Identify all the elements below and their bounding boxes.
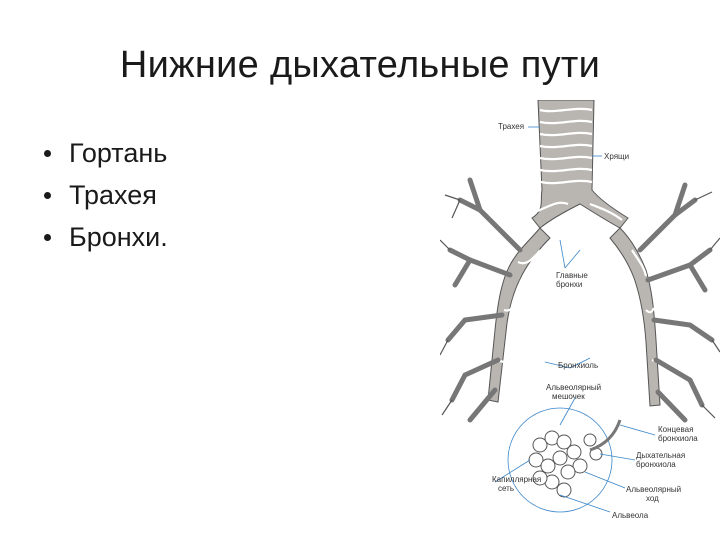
bronchial-branches (445, 177, 715, 423)
label-respiratory-bronchiole-1: Дыхательная (636, 451, 685, 460)
bullet-text: Трахея (69, 180, 157, 210)
label-capillaries-1: Капиллярная (492, 475, 541, 484)
terminal-bronchiole (589, 419, 622, 452)
bullet-text: Гортань (69, 138, 168, 168)
label-alveolar-sac-1: Альвеолярный (546, 383, 601, 392)
slide-title: Нижние дыхательные пути (119, 44, 601, 86)
cartilage-rings (495, 107, 659, 364)
label-alveolar-sac-2: мешочек (552, 392, 585, 401)
bullet-dot-icon (44, 191, 51, 199)
bronchial-tree-illustration: Трахея Хрящи Главные бронхи Бронхиоль Ал… (440, 100, 720, 540)
bullet-list: Гортань Трахея Бронхи. (40, 132, 168, 258)
label-terminal-bronchiole-1: Концевая (658, 425, 693, 434)
label-alveolus: Альвеола (612, 511, 649, 520)
pointer-lines (494, 126, 656, 513)
bullet-item: Бронхи. (40, 216, 168, 258)
label-terminal-bronchiole-2: бронхиола (658, 434, 698, 443)
bullet-item: Трахея (40, 174, 168, 216)
bronchial-tree-svg: Трахея Хрящи Главные бронхи Бронхиоль Ал… (440, 100, 720, 520)
label-main-bronchi-2: бронхи (556, 280, 582, 289)
label-bronchiole: Бронхиоль (558, 361, 598, 370)
label-trachea: Трахея (498, 122, 524, 131)
alveolar-cluster (507, 407, 613, 513)
bullet-item: Гортань (40, 132, 168, 174)
label-capillaries-2: сеть (498, 484, 514, 493)
right-bronchus-shape (609, 227, 661, 407)
fine-bronchioles (440, 191, 720, 419)
label-respiratory-bronchiole-2: бронхиола (636, 460, 676, 469)
label-alveolar-duct-1: Альвеолярный (626, 485, 681, 494)
bullet-dot-icon (44, 233, 51, 241)
label-alveolar-duct-2: ход (646, 494, 659, 503)
bullet-text: Бронхи. (69, 222, 168, 252)
label-main-bronchi-1: Главные (556, 271, 588, 280)
trachea-shape (531, 100, 629, 229)
label-cartilage: Хрящи (604, 152, 629, 161)
bullet-dot-icon (44, 149, 51, 157)
